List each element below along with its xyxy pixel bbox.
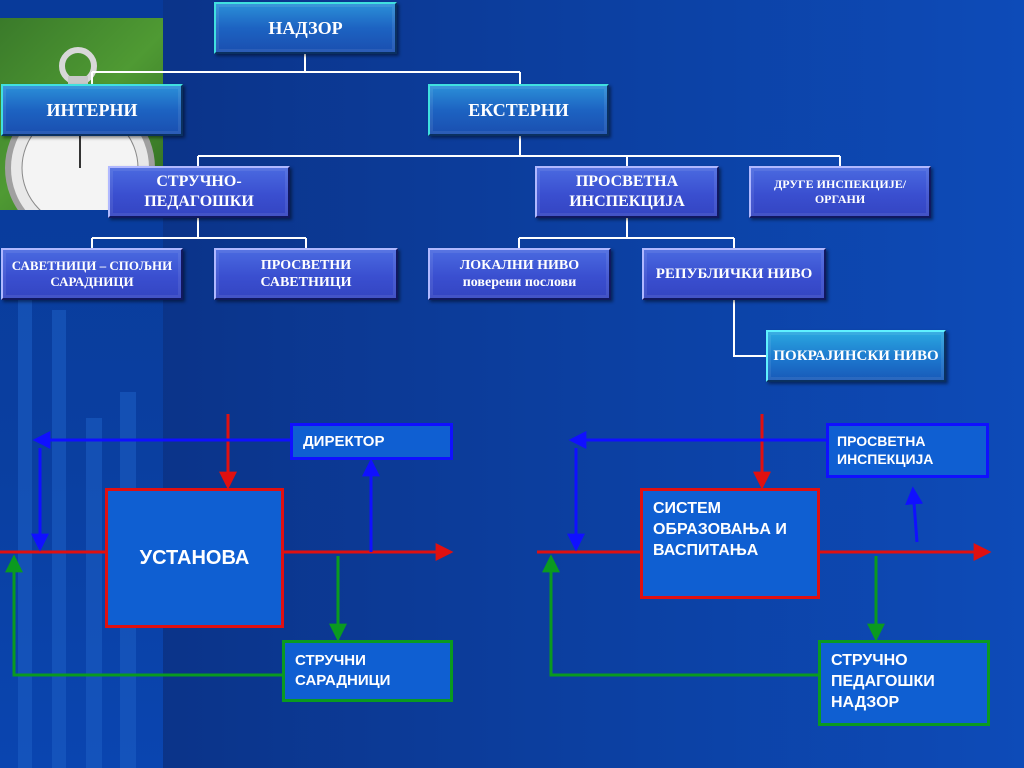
education-system-box: СИСТЕМ ОБРАЗОВАЊА И ВАСПИТАЊА [640,488,820,599]
educational-advisors-box: ПРОСВЕТНИ САВЕТНИЦИ [214,248,398,300]
republic-level-box: РЕПУБЛИЧКИ НИВО [642,248,826,300]
supervision-root-box: НАДЗОР [214,2,397,54]
advisors-associates-box: САВЕТНИЦИ – СПОЉНИ САРАДНИЦИ [1,248,183,300]
external-box: ЕКСТЕРНИ [428,84,609,136]
inspection-box: ПРОСВЕТНА ИНСПЕКЦИЈА [826,423,989,478]
other-inspections-box: ДРУГЕ ИНСПЕКЦИЈЕ/ОРГАНИ [749,166,931,218]
professional-associates-box: СТРУЧНИ САРАДНИЦИ [282,640,453,702]
internal-box: ИНТЕРНИ [1,84,183,136]
educational-inspection-box: ПРОСВЕТНА ИНСПЕКЦИЈА [535,166,719,218]
professional-pedagogical-box: СТРУЧНО-ПЕДАГОШКИ [108,166,290,218]
decorative-bar [52,310,66,768]
decorative-bar [18,265,32,768]
local-level-subtitle: поверени послови [462,275,577,290]
supervision-box: СТРУЧНО ПЕДАГОШКИ НАДЗОР [818,640,990,726]
local-level-box: ЛОКАЛНИ НИВО поверени послови [428,248,611,300]
local-level-title: ЛОКАЛНИ НИВО [459,257,580,273]
institution-box: УСТАНОВА [105,488,284,628]
decorative-bar [86,418,102,768]
provincial-level-box: ПОКРАЈИНСКИ НИВО [766,330,946,382]
director-box: ДИРЕКТОР [290,423,453,460]
